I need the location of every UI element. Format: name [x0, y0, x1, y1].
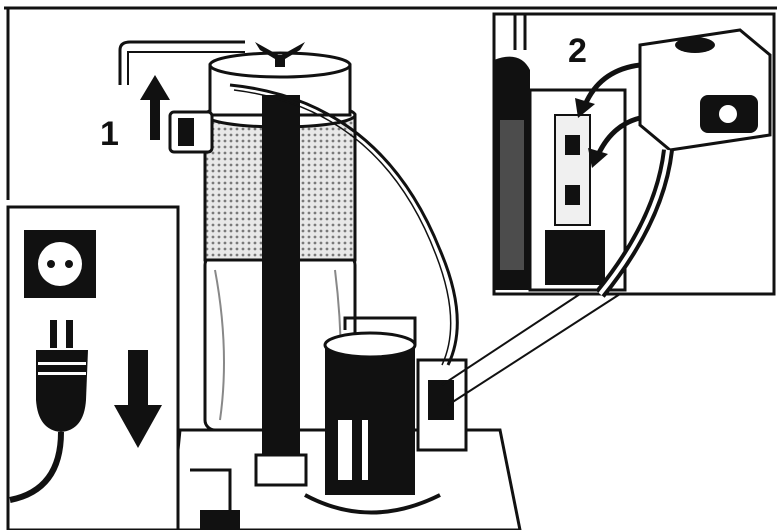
vacuum-machine: [118, 40, 522, 530]
detail-container: [494, 14, 530, 290]
lift-arrow-icon: [140, 75, 170, 140]
step-2-label: 2: [568, 32, 587, 70]
detail-switch-box: [595, 28, 772, 298]
detach-arrows-icon: [575, 62, 641, 168]
outer-frame: [4, 6, 777, 200]
arrow-down-icon: [114, 350, 162, 448]
detail-bracket: [528, 88, 627, 292]
step-1-label: 1: [100, 115, 119, 153]
socket-icon: [24, 230, 96, 298]
power-plug-icon: [9, 320, 88, 503]
